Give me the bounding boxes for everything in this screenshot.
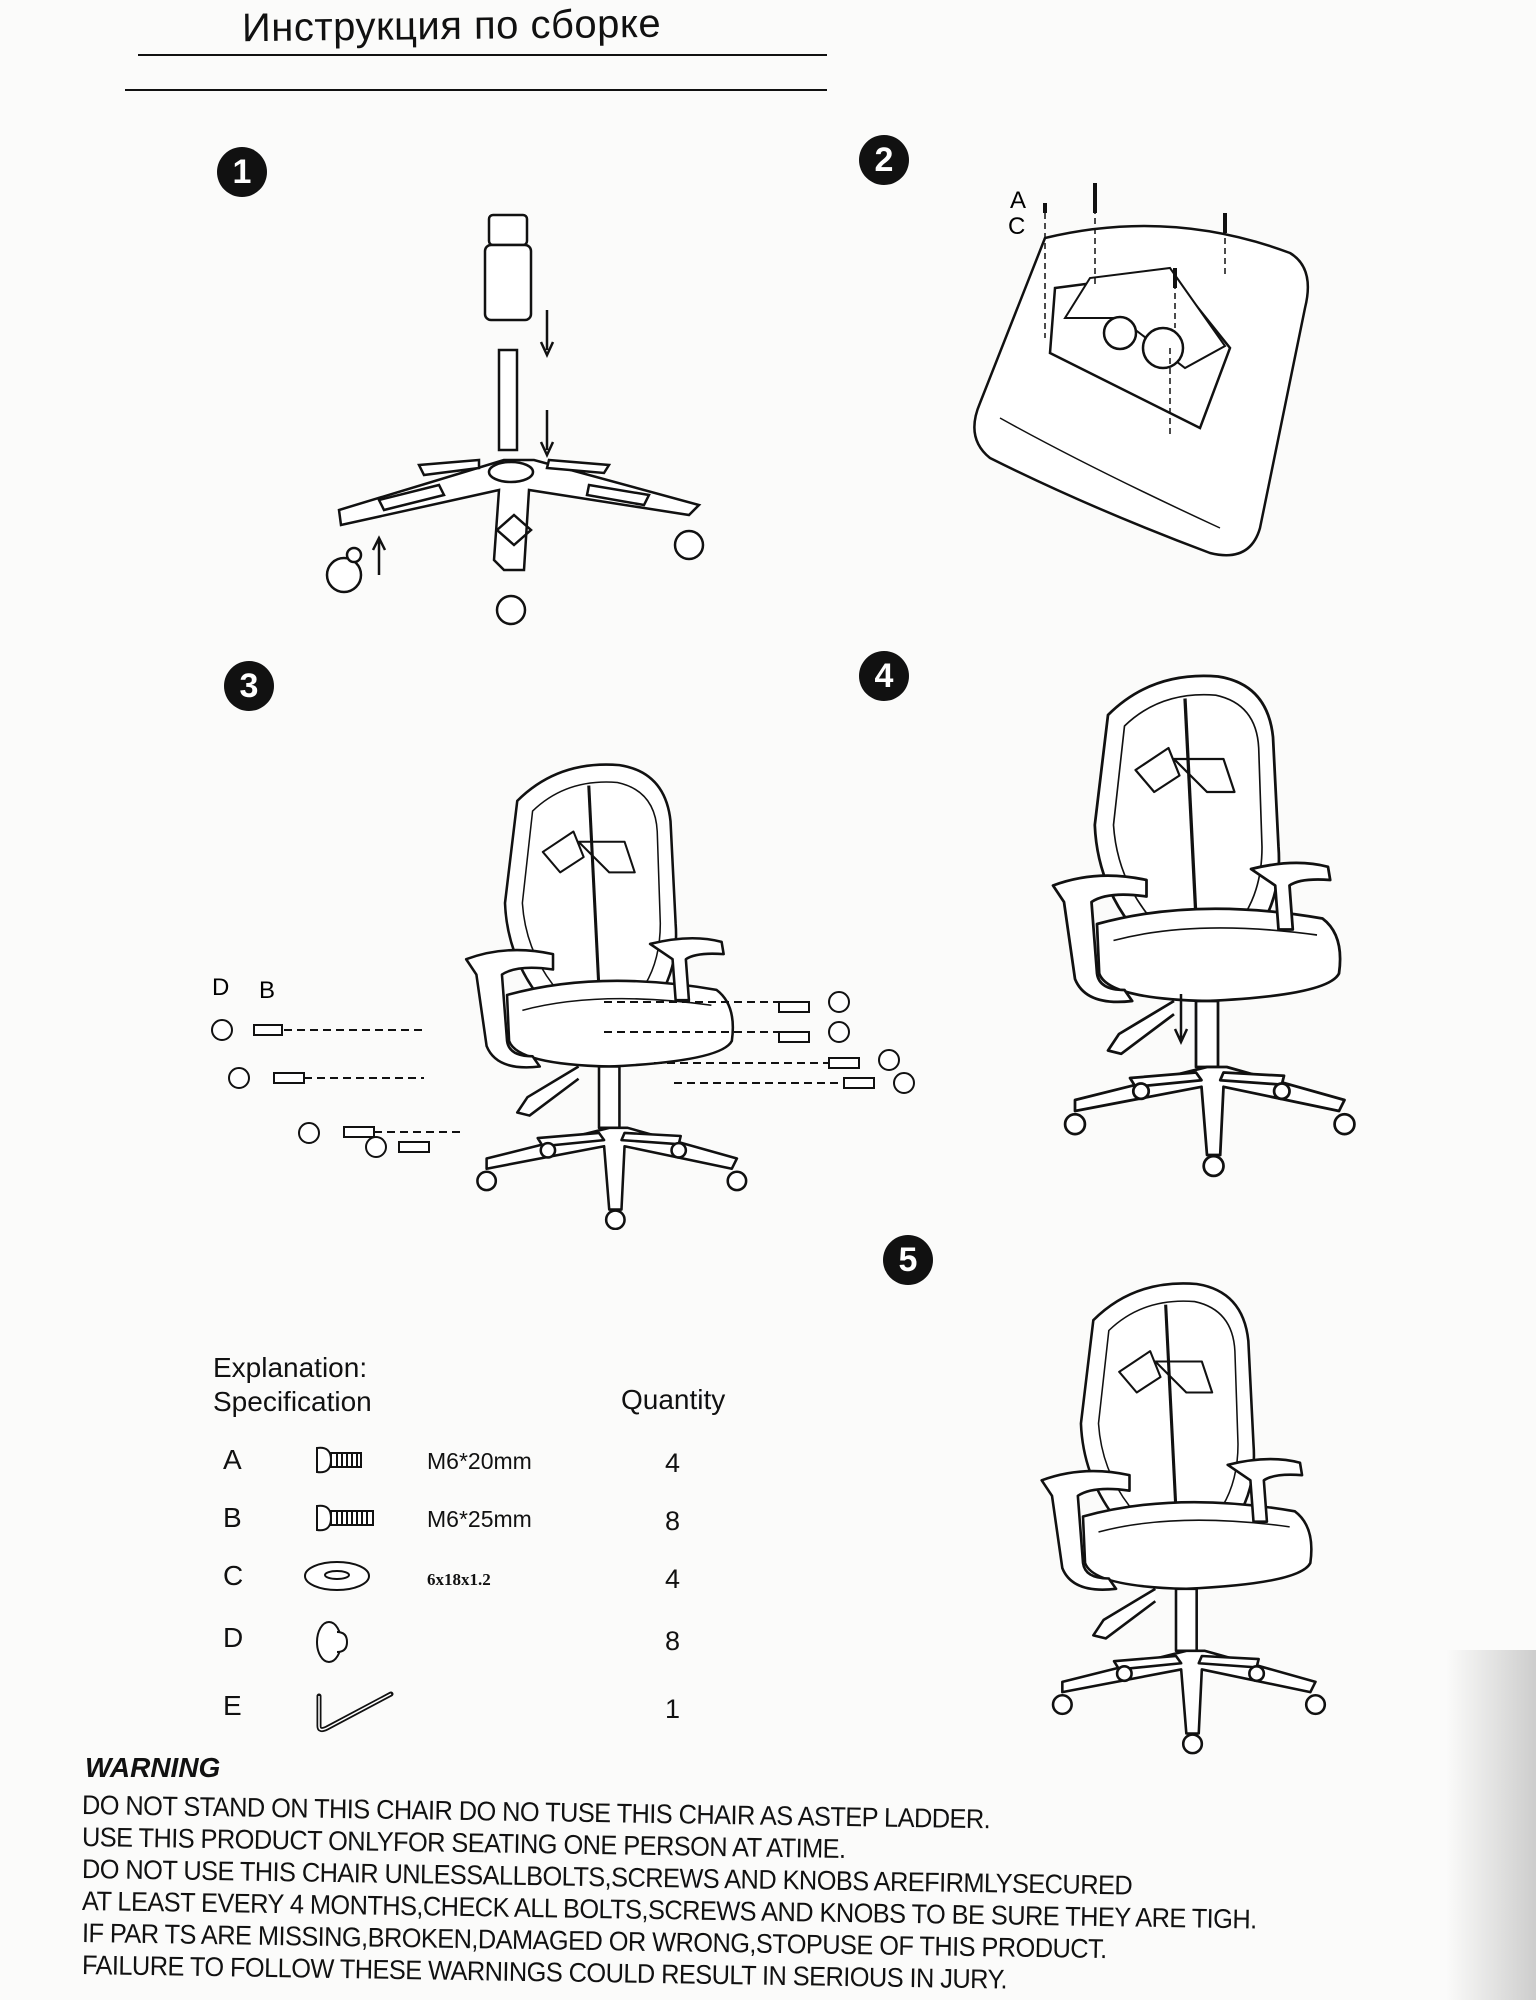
bolt-short-icon (316, 1446, 362, 1474)
part-spec: M6*20mm (427, 1448, 532, 1474)
step-2-seat-illustration: A C (973, 183, 1310, 557)
step-4-attach-base-illustration (1051, 674, 1357, 1178)
part-spec: M6*25mm (427, 1506, 532, 1532)
part-letter: C (223, 1560, 244, 1591)
parts-heading-quantity: Quantity (621, 1384, 726, 1415)
step-1-base-illustration (325, 213, 705, 626)
parts-row: B M6*25mm 8 (213, 1502, 733, 1552)
parts-row: A M6*20mm 4 (213, 1444, 733, 1494)
step-3-label-d: D (212, 974, 229, 1001)
title-underline (138, 54, 827, 56)
part-quantity: 1 (665, 1694, 681, 1724)
step-5-assembled-chair-illustration (1040, 1281, 1327, 1755)
allen-key-icon (316, 1691, 394, 1733)
part-spec: 6x18x1.2 (427, 1570, 491, 1589)
bolt-long-icon (316, 1504, 374, 1532)
part-letter: D (223, 1622, 244, 1653)
parts-heading-explanation: Explanation: (213, 1352, 368, 1383)
step-5-badge: 5 (883, 1235, 933, 1285)
page-title: Инструкция по сборке (241, 1, 662, 51)
part-quantity: 4 (665, 1564, 681, 1594)
part-letter: A (223, 1444, 242, 1475)
step-2-label-a: A (1010, 187, 1026, 214)
part-letter: E (223, 1690, 242, 1721)
part-quantity: 4 (665, 1448, 681, 1478)
step-3-badge: 3 (224, 661, 274, 711)
cap-icon (316, 1621, 349, 1663)
warning-title: WARNING (85, 1752, 221, 1783)
parts-row: D 8 (213, 1621, 733, 1672)
part-letter: B (223, 1502, 242, 1533)
step-4-badge: 4 (859, 651, 909, 701)
step-3-label-b: B (259, 977, 275, 1004)
part-quantity: 8 (665, 1506, 681, 1536)
step-3-armrest-illustration: D B (211, 740, 915, 1230)
page-edge-shadow (1446, 1650, 1536, 2000)
parts-heading-specification: Specification (213, 1386, 372, 1417)
parts-row: E 1 (213, 1690, 733, 1740)
parts-row: C 6x18x1.2 4 (213, 1560, 733, 1610)
step-2-badge: 2 (859, 135, 909, 185)
title-underline-2 (125, 89, 827, 91)
part-quantity: 8 (665, 1626, 681, 1656)
step-2-label-c: C (1008, 213, 1025, 240)
washer-icon (304, 1561, 370, 1591)
step-1-badge: 1 (217, 147, 267, 197)
